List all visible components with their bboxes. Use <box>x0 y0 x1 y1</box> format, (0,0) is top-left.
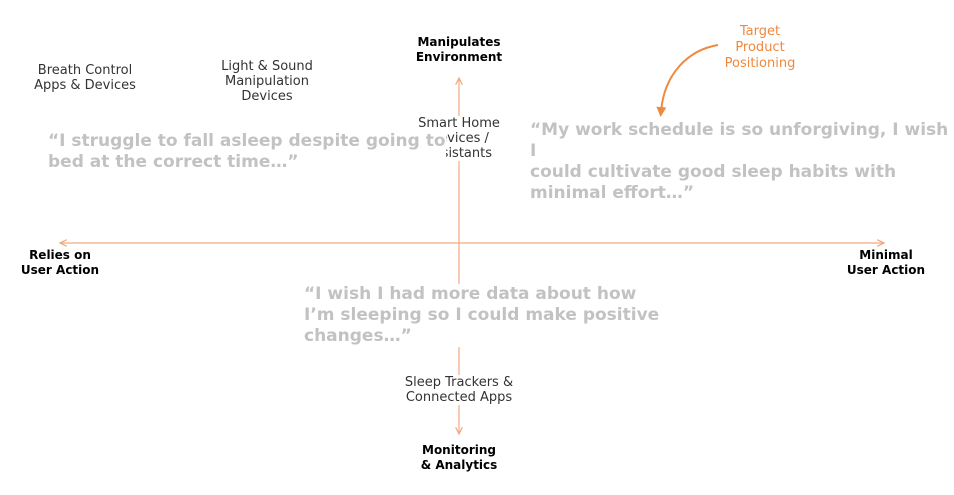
category-breath-control: Breath Control Apps & Devices <box>20 63 150 93</box>
axis-label-bottom: Monitoring & Analytics <box>420 443 498 472</box>
quote-work-schedule: “My work schedule is so unforgiving, I w… <box>530 120 954 204</box>
axis-label-right: Minimal User Action <box>846 248 926 277</box>
quote-more-data: “I wish I had more data about how I’m sl… <box>304 284 666 347</box>
category-light-sound: Light & Sound Manipulation Devices <box>205 59 329 104</box>
category-sleep-trackers: Sleep Trackers & Connected Apps <box>395 375 523 405</box>
axis-label-top: Manipulates Environment <box>415 35 503 64</box>
axis-label-left: Relies on User Action <box>20 248 100 277</box>
target-product-positioning-label: Target Product Positioning <box>724 24 796 71</box>
quote-fall-asleep: “I struggle to fall asleep despite going… <box>48 131 446 173</box>
target-arrow <box>656 44 719 117</box>
